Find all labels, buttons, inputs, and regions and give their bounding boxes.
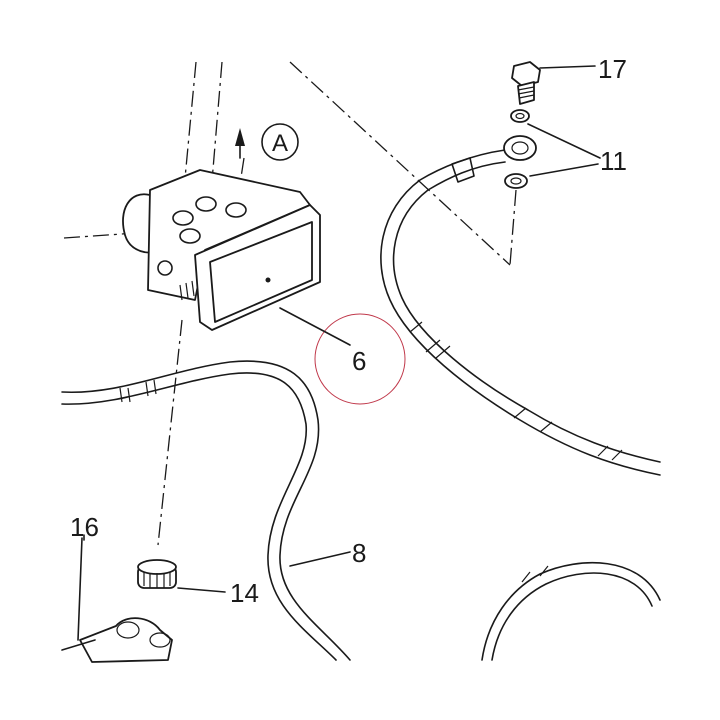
part-label-17: 17: [598, 54, 627, 84]
brake-pipe-8: [61, 360, 351, 661]
part-label-14: 14: [230, 578, 259, 608]
mounting-bracket-16: [61, 537, 173, 663]
part-label-11: 11: [600, 146, 627, 176]
assembly-axis-lines: [63, 61, 517, 546]
view-a-arrow: A: [235, 123, 299, 161]
view-a-label: A: [272, 130, 288, 157]
leader-lines: [83, 65, 601, 593]
brake-pipe-lower-right: [481, 561, 661, 661]
banjo-bolt-17: [511, 61, 541, 105]
sealing-washers-11: [503, 109, 537, 189]
highlight-circle: [314, 313, 406, 405]
part-label-8: 8: [352, 538, 366, 568]
part-label-16: 16: [70, 512, 99, 542]
abs-modulator-unit: [122, 169, 321, 331]
part-label-6: 6: [352, 346, 366, 376]
grommet-14: [137, 559, 177, 589]
brake-pipe-right: [380, 149, 661, 476]
